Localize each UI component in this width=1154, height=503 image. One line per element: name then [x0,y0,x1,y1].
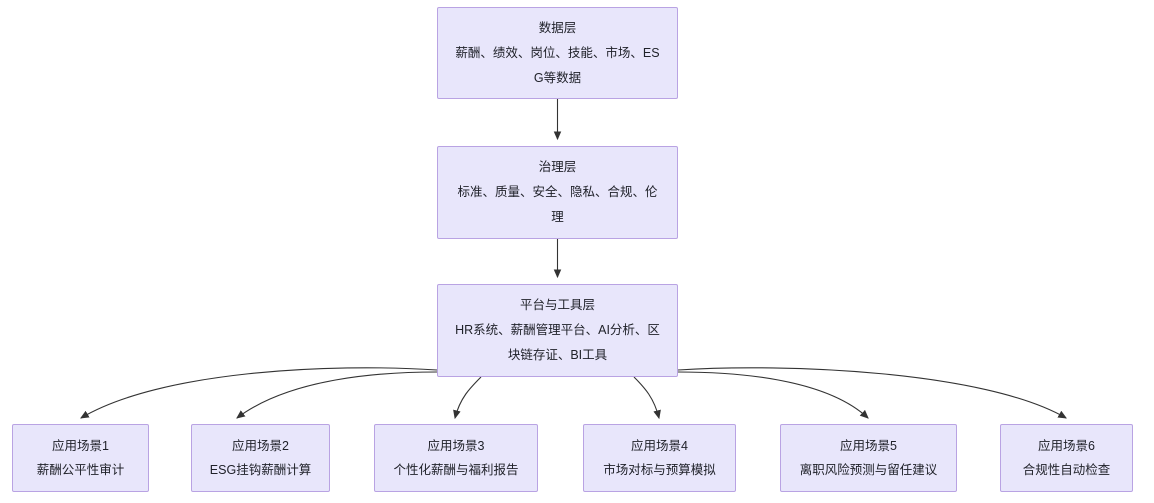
node-governance-layer-line-1: 治理层 [538,160,577,174]
edge-platform-to-scenario-2 [236,371,438,419]
node-governance-layer-line-2: 标准、质量、安全、隐私、合规、伦 [457,185,658,199]
edge-platform-to-scenario-5 [677,371,869,419]
edge-platform-to-scenario-3 [453,376,482,420]
node-scenario-1[interactable]: 应用场景1 薪酬公平性审计 [12,424,149,492]
node-platform-layer-line-3: 块链存证、BI工具 [507,348,608,362]
node-data-layer-line-1: 数据层 [538,20,577,35]
node-scenario-5-title: 应用场景5 [840,439,897,453]
node-scenario-4[interactable]: 应用场景4 市场对标与预算模拟 [583,424,736,492]
node-scenario-1-title: 应用场景1 [52,439,109,453]
edge-platform-to-scenario-1 [80,367,438,419]
node-scenario-2-subtitle: ESG挂钩薪酬计算 [209,463,312,477]
node-scenario-4-subtitle: 市场对标与预算模拟 [603,463,716,477]
node-scenario-5[interactable]: 应用场景5 离职风险预测与留任建议 [780,424,957,492]
node-scenario-3-subtitle: 个性化薪酬与福利报告 [393,463,519,477]
node-scenario-6-subtitle: 合规性自动检查 [1022,463,1111,477]
edge-platform-to-scenario-6 [677,367,1067,419]
node-scenario-4-title: 应用场景4 [631,439,688,453]
node-scenario-6-title: 应用场景6 [1038,439,1095,453]
node-platform-layer-line-2: HR系统、薪酬管理平台、AI分析、区 [455,323,660,337]
node-scenario-2-title: 应用场景2 [232,439,289,453]
node-scenario-1-subtitle: 薪酬公平性审计 [36,463,125,477]
edge-platform-to-scenario-4 [633,376,661,420]
node-scenario-3[interactable]: 应用场景3 个性化薪酬与福利报告 [374,424,538,492]
node-platform-layer-line-1: 平台与工具层 [519,298,595,312]
node-platform-layer[interactable]: 平台与工具层 HR系统、薪酬管理平台、AI分析、区 块链存证、BI工具 [437,284,678,377]
node-scenario-6[interactable]: 应用场景6 合规性自动检查 [1000,424,1133,492]
node-data-layer-line-3: G等数据 [533,70,582,85]
node-scenario-3-title: 应用场景3 [427,439,485,453]
node-scenario-5-subtitle: 离职风险预测与留任建议 [799,463,938,477]
node-scenario-2[interactable]: 应用场景2 ESG挂钩薪酬计算 [191,424,330,492]
node-governance-layer[interactable]: 治理层 标准、质量、安全、隐私、合规、伦 理 [437,146,678,239]
node-governance-layer-line-3: 理 [551,210,564,224]
node-data-layer[interactable]: 数据层 薪酬、绩效、岗位、技能、市场、ES G等数据 [437,7,678,99]
node-data-layer-line-2: 薪酬、绩效、岗位、技能、市场、ES [455,45,660,60]
